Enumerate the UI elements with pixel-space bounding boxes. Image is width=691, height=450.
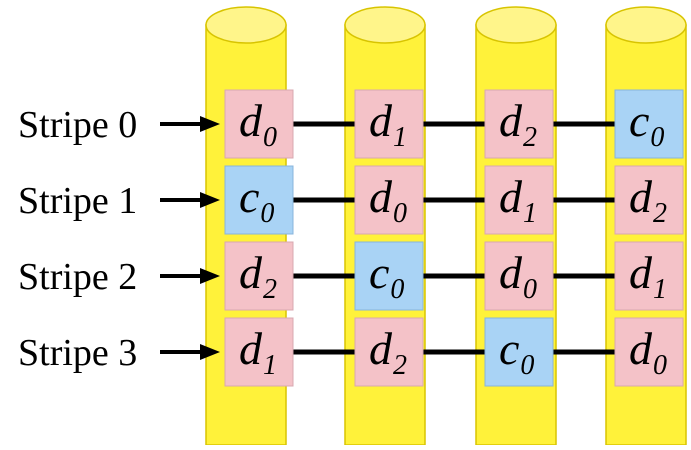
data-block bbox=[354, 317, 424, 387]
stripe-row-1: Stripe 1 c0 d0 d1 d2 bbox=[18, 165, 684, 235]
disk-top bbox=[605, 6, 687, 44]
block-label: d0 bbox=[629, 323, 667, 381]
block-label: c0 bbox=[499, 323, 534, 381]
stripe-arrow-head bbox=[200, 192, 220, 208]
parity-block bbox=[354, 241, 424, 311]
stripe-label: Stripe 0 bbox=[18, 104, 137, 146]
block-label: d2 bbox=[239, 247, 277, 305]
block-label: d1 bbox=[369, 95, 407, 153]
data-block bbox=[614, 165, 684, 235]
stripe-arrow-head bbox=[200, 116, 220, 132]
block-label: d1 bbox=[239, 323, 277, 381]
parity-block bbox=[614, 89, 684, 159]
block-label: c0 bbox=[369, 247, 404, 305]
stripe-row-0: Stripe 0 d0 d1 d2 c0 bbox=[18, 89, 684, 159]
data-block bbox=[354, 89, 424, 159]
stripe-label: Stripe 3 bbox=[18, 332, 137, 374]
block-label: c0 bbox=[629, 95, 664, 153]
block-label: d2 bbox=[369, 323, 407, 381]
stripe-arrow-head bbox=[200, 344, 220, 360]
data-block bbox=[224, 317, 294, 387]
stripe-row-3: Stripe 3 d1 d2 c0 d0 bbox=[18, 317, 684, 387]
block-label: c0 bbox=[239, 171, 274, 229]
data-block bbox=[354, 165, 424, 235]
block-label: d0 bbox=[239, 95, 277, 153]
stripe-label: Stripe 2 bbox=[18, 256, 137, 298]
data-block bbox=[224, 89, 294, 159]
parity-block bbox=[224, 165, 294, 235]
stripe-row-2: Stripe 2 d2 c0 d0 d1 bbox=[18, 241, 684, 311]
data-block bbox=[614, 241, 684, 311]
block-label: d2 bbox=[499, 95, 537, 153]
data-block bbox=[484, 165, 554, 235]
stripe-arrow-head bbox=[200, 268, 220, 284]
data-block bbox=[484, 89, 554, 159]
disk-top bbox=[475, 6, 557, 44]
parity-block bbox=[484, 317, 554, 387]
stripe-label: Stripe 1 bbox=[18, 180, 137, 222]
block-label: d1 bbox=[499, 171, 537, 229]
block-label: d0 bbox=[369, 171, 407, 229]
data-block bbox=[614, 317, 684, 387]
block-label: d0 bbox=[499, 247, 537, 305]
disk-top bbox=[205, 6, 287, 44]
block-label: d1 bbox=[629, 247, 667, 305]
data-block bbox=[484, 241, 554, 311]
block-label: d2 bbox=[629, 171, 667, 229]
data-block bbox=[224, 241, 294, 311]
disk-top bbox=[344, 6, 426, 44]
